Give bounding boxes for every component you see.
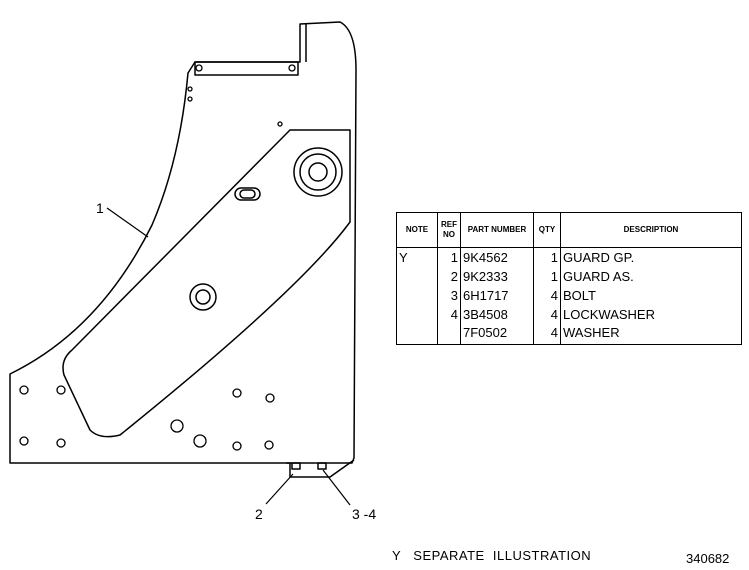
leader-2 [265, 473, 294, 505]
cell-note [396, 287, 438, 307]
table-row: 7F0502 4 WASHER [396, 325, 742, 346]
cell-qty: 4 [533, 306, 561, 326]
callout-1: 1 [96, 200, 104, 216]
cell-part-number: 7F0502 [460, 325, 534, 346]
cell-note [396, 269, 438, 288]
leader-1 [106, 207, 149, 238]
table-row: 2 9K2333 1 GUARD AS. [396, 269, 742, 288]
cell-description: LOCKWASHER [560, 306, 742, 326]
header-note: NOTE [396, 212, 438, 248]
cell-note [396, 306, 438, 326]
cell-qty: 4 [533, 325, 561, 346]
cell-part-number: 9K2333 [460, 269, 534, 288]
cell-description: BOLT [560, 287, 742, 307]
callout-3-4: 3 -4 [352, 506, 377, 522]
footnote: Y SEPARATE ILLUSTRATION [392, 548, 592, 563]
guard-outline [9, 21, 357, 464]
center-boss [189, 283, 217, 311]
cell-qty: 4 [533, 287, 561, 307]
cell-ref: 3 [437, 287, 461, 307]
inner-plate [62, 129, 351, 438]
cell-ref: 4 [437, 306, 461, 326]
table-row: Y 1 9K4562 1 GUARD GP. [396, 247, 742, 270]
table-header-row: NOTE REF NO PART NUMBER QTY DESCRIPTION [396, 212, 742, 248]
illustration-number: 340682 [686, 551, 730, 566]
cell-description: WASHER [560, 325, 742, 346]
cell-description: GUARD GP. [560, 247, 742, 270]
cell-note: Y [396, 247, 438, 270]
cell-part-number: 3B4508 [460, 306, 534, 326]
slot-hole [234, 187, 261, 201]
header-part-number: PART NUMBER [460, 212, 534, 248]
cell-ref: 1 [437, 247, 461, 270]
cell-qty: 1 [533, 247, 561, 270]
callout-2: 2 [255, 506, 263, 522]
top-bracket [194, 61, 299, 76]
cell-ref: 2 [437, 269, 461, 288]
header-qty: QTY [533, 212, 561, 248]
table-row: 3 6H1717 4 BOLT [396, 287, 742, 307]
table-row: 4 3B4508 4 LOCKWASHER [396, 306, 742, 326]
leader-3-4 [322, 469, 351, 506]
cell-note [396, 325, 438, 346]
header-description: DESCRIPTION [560, 212, 742, 248]
cell-part-number: 9K4562 [460, 247, 534, 270]
cell-ref [437, 325, 461, 346]
parts-list-table: NOTE REF NO PART NUMBER QTY DESCRIPTION … [396, 212, 742, 346]
header-ref-no: REF NO [437, 212, 461, 248]
cell-qty: 1 [533, 269, 561, 288]
pivot-boss [293, 147, 343, 197]
cell-description: GUARD AS. [560, 269, 742, 288]
cell-part-number: 6H1717 [460, 287, 534, 307]
